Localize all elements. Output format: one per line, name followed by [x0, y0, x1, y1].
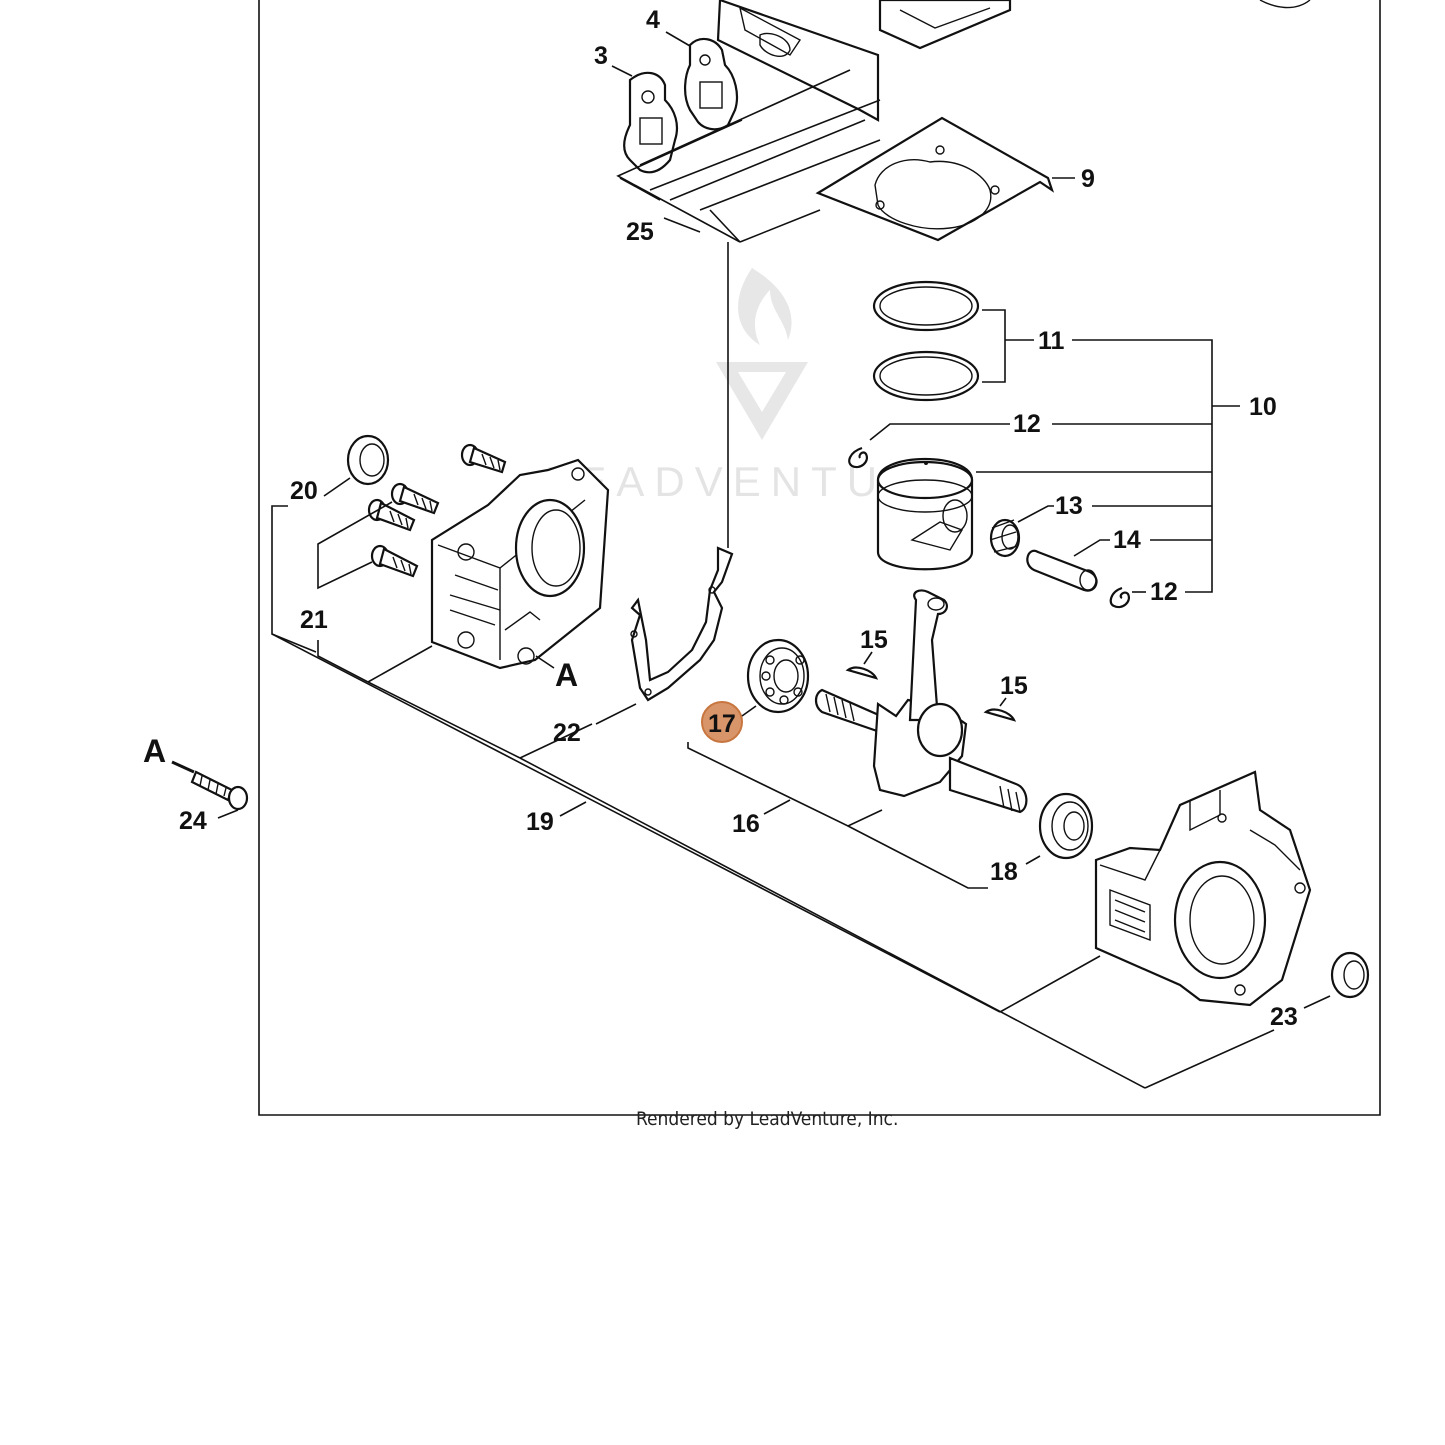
circlip-12-lower [1109, 586, 1130, 609]
piston-rings-11 [872, 280, 980, 402]
part-label-23[interactable]: 23 [1270, 1003, 1298, 1031]
cylinder-gasket-9 [815, 116, 1055, 242]
part-label-22[interactable]: 22 [553, 719, 581, 747]
circlip-12-upper [848, 446, 868, 469]
piston [876, 458, 974, 571]
piston-pin-14 [1026, 549, 1098, 592]
needle-bearing-13 [989, 518, 1021, 558]
part-label-14[interactable]: 14 [1113, 526, 1141, 554]
bolt-24 [190, 770, 249, 811]
gasket-3 [623, 71, 679, 174]
part-label-11[interactable]: 11 [1038, 327, 1065, 355]
marker-a-crankcase: A [555, 657, 578, 693]
part-label-9[interactable]: 9 [1081, 165, 1095, 193]
part-label-10[interactable]: 10 [1249, 393, 1277, 421]
oil-seal-20 [346, 434, 390, 486]
part-label-12-lower[interactable]: 12 [1150, 578, 1178, 606]
part-label-24[interactable]: 24 [179, 807, 207, 835]
part-label-21[interactable]: 21 [300, 606, 328, 634]
part-label-20[interactable]: 20 [290, 477, 318, 505]
crankcase-gasket-22 [630, 546, 734, 702]
watermark-logo [716, 268, 808, 440]
part-label-12-upper[interactable]: 12 [1013, 410, 1041, 438]
oil-seal-23 [1330, 951, 1370, 999]
woodruff-key-15-b [983, 708, 1017, 722]
part-label-16[interactable]: 16 [732, 810, 760, 838]
crankcase-right-half [1094, 770, 1312, 1007]
part-label-18[interactable]: 18 [990, 858, 1018, 886]
part-label-17[interactable]: 17 [708, 710, 736, 738]
crankcase-left-half [430, 458, 610, 670]
footer-credit: Rendered by LeadVenture, Inc. [636, 1108, 898, 1130]
part-label-3[interactable]: 3 [594, 42, 608, 70]
diagram-frame [258, 0, 1381, 1116]
woodruff-key-15-a [845, 666, 879, 680]
part-label-15-a[interactable]: 15 [860, 626, 888, 654]
cylinder-partial [716, 0, 1311, 122]
marker-a-left: A [143, 733, 166, 769]
part-label-13[interactable]: 13 [1055, 492, 1083, 520]
part-label-4[interactable]: 4 [646, 6, 660, 34]
ball-bearing-18 [1038, 792, 1094, 860]
part-label-19[interactable]: 19 [526, 808, 554, 836]
crankshaft-16 [814, 589, 1028, 814]
ball-bearing-17 [746, 638, 810, 714]
part-label-15-b[interactable]: 15 [1000, 672, 1028, 700]
part-callout-17-highlight[interactable] [701, 701, 743, 743]
part-label-25[interactable]: 25 [626, 218, 654, 246]
gasket-4 [684, 37, 739, 131]
